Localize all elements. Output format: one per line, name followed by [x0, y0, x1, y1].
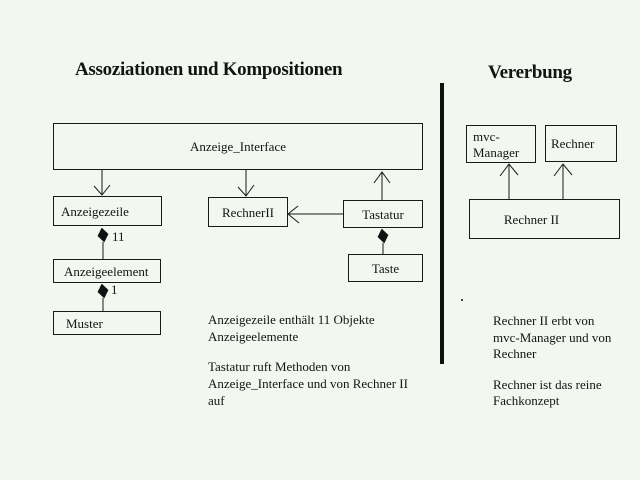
- class-label-line: mvc-: [473, 129, 500, 144]
- note-line: mvc-Manager und von: [493, 329, 612, 345]
- class-box-rechner2-sub: Rechner II: [469, 199, 620, 239]
- class-label-line: Manager: [473, 145, 520, 160]
- note-inheritance: Rechner II erbt von mvc-Manager und von …: [493, 313, 611, 363]
- note-line: Anzeigeelemente: [208, 329, 299, 344]
- class-box-mvc-manager: mvc- Manager: [466, 125, 536, 163]
- multiplicity-label-11: 11: [112, 229, 125, 244]
- note-line: Rechner ist das reine: [493, 377, 602, 392]
- arrow-interface-to-anzeigezeile: [93, 170, 111, 196]
- note-line: Fachkonzept: [493, 393, 560, 408]
- class-box-taste: Taste: [348, 254, 423, 282]
- arrow-interface-to-rechner2: [237, 170, 255, 197]
- composition-diamond-anzeigezeile: [97, 227, 109, 259]
- class-box-anzeigezeile: Anzeigezeile: [53, 196, 162, 226]
- arrow-tastatur-to-rechner2: [287, 205, 343, 224]
- note-line: Anzeigezeile enthält 11 Objekte: [208, 312, 375, 327]
- class-label: Muster: [66, 315, 103, 331]
- note-line: Tastatur ruft Methoden von: [208, 359, 351, 374]
- note-line: Rechner II erbt von: [493, 313, 595, 328]
- class-box-tastatur: Tastatur: [343, 200, 423, 228]
- note-composition: Anzeigezeile enthält 11 Objekte Anzeigee…: [208, 311, 375, 345]
- class-box-anzeige-interface: Anzeige_Interface: [53, 123, 423, 170]
- class-label: Anzeige_Interface: [190, 139, 286, 154]
- class-label: Rechner: [551, 136, 595, 151]
- multiplicity-label-1: 1: [111, 282, 118, 297]
- stray-dot: [461, 299, 463, 301]
- composition-diamond-anzeigeelement: [97, 283, 109, 311]
- class-label: Rechner II: [503, 211, 560, 227]
- note-association: Tastatur ruft Methoden von Anzeige_Inter…: [208, 358, 408, 409]
- note-concept: Rechner ist das reine Fachkonzept: [493, 377, 602, 409]
- arrow-rechner2-to-rechner: [553, 163, 573, 199]
- class-label: Anzeigeelement: [64, 263, 149, 279]
- arrow-tastatur-to-interface: [373, 171, 391, 200]
- section-divider: [440, 83, 444, 364]
- class-box-rechner: Rechner: [545, 125, 617, 162]
- class-box-muster: Muster: [53, 311, 161, 335]
- class-box-anzeigeelement: Anzeigeelement: [53, 259, 161, 283]
- composition-diamond-tastatur: [377, 228, 389, 254]
- class-label: Anzeigezeile: [61, 203, 129, 219]
- class-box-rechner2: RechnerII: [208, 197, 288, 227]
- note-line: auf: [208, 393, 225, 408]
- class-label: RechnerII: [222, 204, 274, 220]
- arrow-rechner2-to-mvc-manager: [499, 163, 519, 199]
- note-line: Anzeige_Interface und von Rechner II: [208, 376, 408, 391]
- left-section-title: Assoziationen und Kompositionen: [75, 59, 343, 80]
- class-label: Taste: [371, 260, 400, 276]
- class-label: Tastatur: [362, 206, 404, 222]
- note-line: Rechner: [493, 346, 537, 361]
- right-section-title: Vererbung: [488, 62, 572, 83]
